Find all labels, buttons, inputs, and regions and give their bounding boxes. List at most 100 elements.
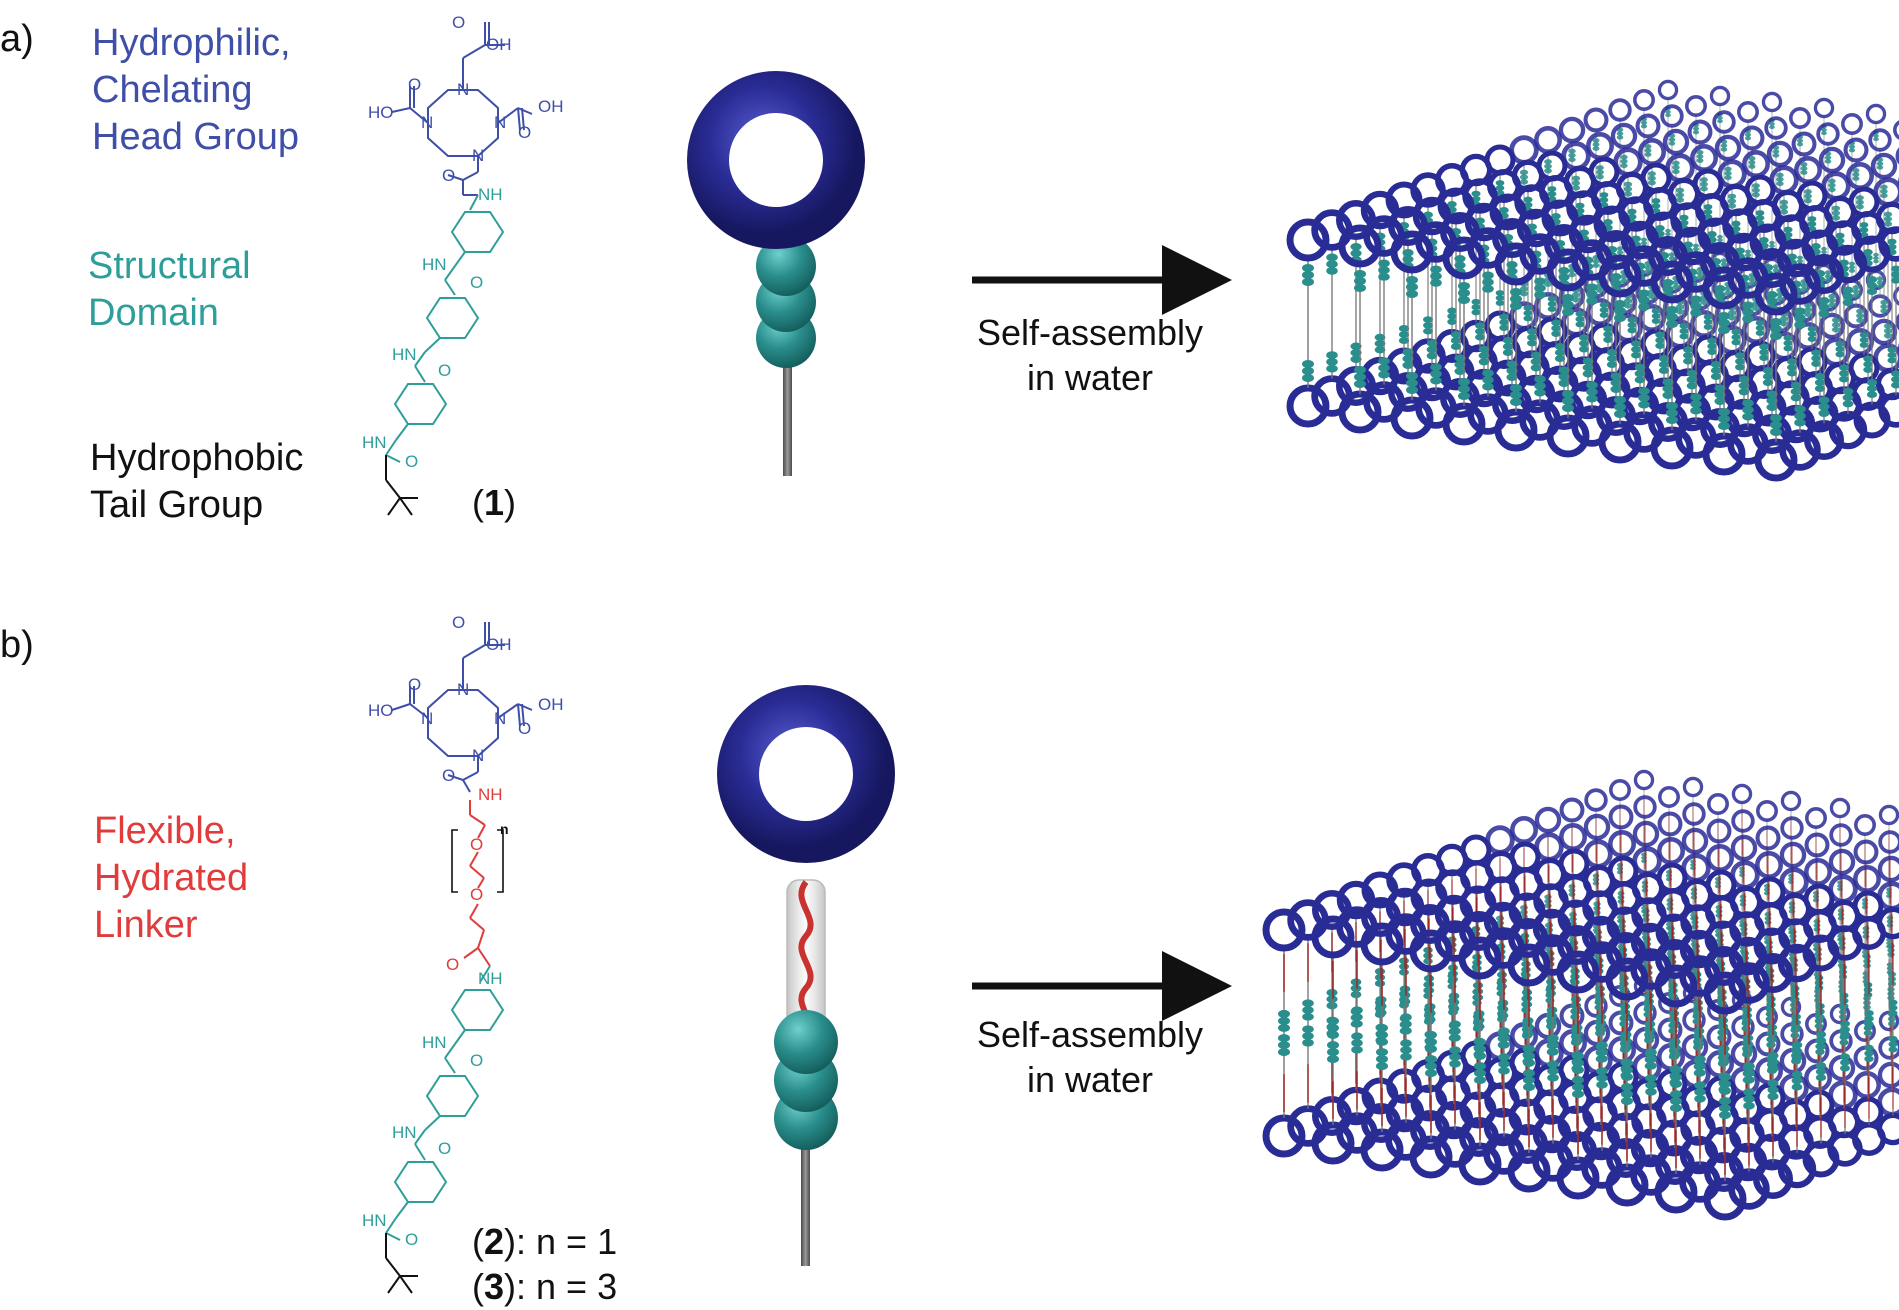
bead <box>1807 221 1817 227</box>
bead <box>1572 1058 1584 1067</box>
bead <box>1302 264 1314 272</box>
top-ring <box>1712 110 1736 134</box>
bead <box>1794 307 1806 316</box>
bead <box>1766 1029 1778 1037</box>
bead <box>1887 346 1897 353</box>
bead <box>1579 340 1589 347</box>
bead <box>1449 1059 1461 1068</box>
bead <box>1763 887 1771 892</box>
bead <box>1614 403 1626 411</box>
bead <box>1449 1027 1461 1035</box>
bead <box>1592 259 1600 264</box>
bead <box>1498 1027 1510 1036</box>
bead <box>1586 394 1598 403</box>
bead <box>1679 328 1689 335</box>
bead <box>1866 379 1878 386</box>
top-ring <box>1682 776 1704 798</box>
bead <box>1864 1015 1874 1022</box>
bead <box>1738 375 1750 383</box>
bead <box>1558 273 1570 281</box>
bead <box>1665 870 1673 875</box>
bead <box>1326 358 1338 366</box>
bead <box>1710 361 1722 368</box>
bead <box>1634 370 1646 378</box>
bead <box>1880 193 1888 199</box>
bead <box>1759 349 1769 356</box>
atom-o-b4: O <box>442 766 455 785</box>
bead <box>1510 302 1522 310</box>
top-ring <box>1608 98 1632 122</box>
bead <box>1714 877 1722 882</box>
top-ring <box>1583 813 1611 841</box>
bead <box>1544 168 1552 174</box>
bead <box>1765 940 1773 946</box>
head-group-label-line1: Hydrophilic, <box>92 22 291 64</box>
bead <box>1852 285 1860 290</box>
tail-group-label: Hydrophobic Tail Group <box>90 435 303 529</box>
bead <box>1790 388 1802 396</box>
top-ring <box>1657 811 1683 837</box>
bead <box>1888 1004 1898 1011</box>
top-ring <box>1754 272 1798 316</box>
bead <box>1474 1051 1486 1060</box>
bead <box>1426 352 1438 360</box>
top-ring <box>1777 943 1817 983</box>
bead <box>1547 1047 1559 1056</box>
bead <box>1425 1062 1437 1071</box>
bead <box>1472 987 1484 995</box>
tail-b <box>385 1233 418 1294</box>
bead <box>1766 390 1778 398</box>
bead <box>1430 370 1442 378</box>
bead <box>1807 336 1817 342</box>
top-ring <box>1893 120 1899 140</box>
bead <box>1783 334 1793 341</box>
top-ring <box>1703 971 1747 1015</box>
bead <box>1473 1016 1485 1024</box>
panel-a-label: a) <box>0 18 34 60</box>
compound-3-label: (3): n = 3 <box>472 1264 617 1310</box>
bead <box>1856 317 1864 323</box>
bead <box>1562 404 1574 412</box>
bead <box>1848 261 1856 266</box>
bead <box>1378 370 1390 379</box>
bead <box>1838 969 1848 975</box>
top-ring <box>1605 957 1649 1001</box>
bead <box>1888 999 1898 1006</box>
bead <box>1586 283 1598 292</box>
bead <box>1302 1032 1314 1040</box>
bead <box>1558 373 1570 381</box>
bead <box>1655 225 1665 232</box>
compound-2-open: ( <box>472 1221 484 1262</box>
bead <box>1592 138 1600 143</box>
subscript-n: n <box>500 821 509 837</box>
bead <box>1770 325 1782 333</box>
bead <box>1544 903 1552 909</box>
bead <box>1668 252 1676 257</box>
bead <box>1502 337 1514 344</box>
bead <box>1544 922 1554 928</box>
bead <box>1724 290 1732 296</box>
bead <box>1864 1021 1874 1028</box>
bead <box>1571 292 1581 298</box>
bead <box>1718 1044 1730 1053</box>
bead <box>1779 204 1789 210</box>
bead <box>1554 343 1566 350</box>
bead <box>1887 1016 1897 1022</box>
bead <box>1596 1048 1608 1056</box>
bead <box>1668 137 1676 142</box>
bead <box>1693 999 1703 1007</box>
bead <box>1278 1034 1290 1043</box>
compound-3-rest: ): n = 3 <box>504 1266 618 1307</box>
bead <box>1783 340 1793 347</box>
bead <box>1719 1097 1731 1106</box>
top-ring <box>1780 816 1804 840</box>
bead <box>1302 1038 1314 1047</box>
bead <box>1406 290 1418 298</box>
bead <box>1498 1053 1510 1062</box>
bead <box>1828 298 1836 304</box>
bead <box>1478 345 1490 353</box>
top-ring <box>1779 841 1807 869</box>
bead <box>1278 1041 1290 1050</box>
bead <box>1670 1104 1682 1113</box>
bead <box>1787 358 1797 365</box>
